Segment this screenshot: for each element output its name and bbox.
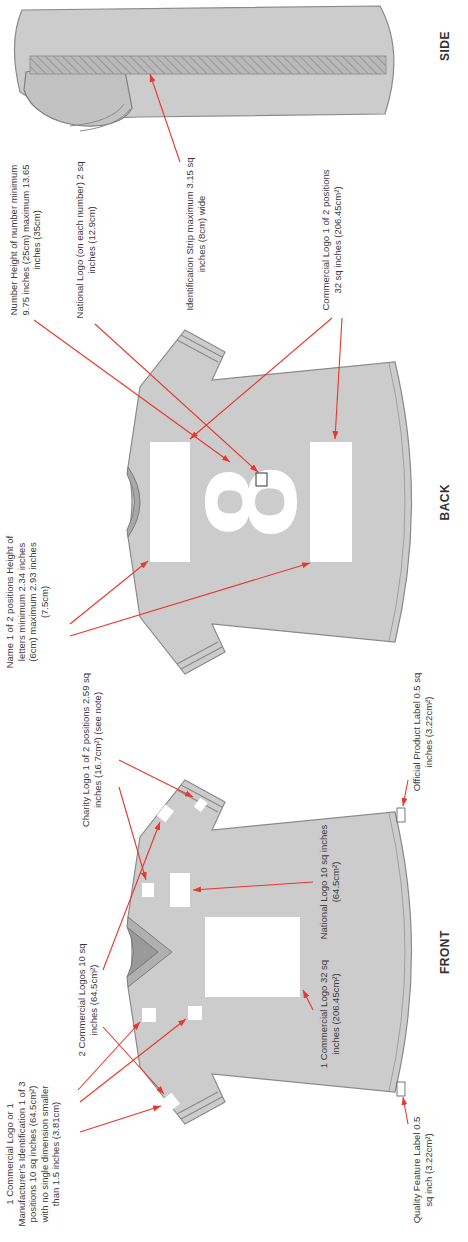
callout-label: Name 1 of 2 positions Height of letters … [4,533,50,671]
jersey-body [128,330,412,674]
logo-area [194,798,208,812]
leader-line [103,822,160,970]
leader-line [190,318,332,439]
leader-line [119,787,146,880]
leader-line [403,780,408,806]
callout-label: National Logo 10 sq inches (64.5cm²) [318,824,341,940]
logo-area [142,883,154,897]
label-area [397,1082,405,1096]
logo-area [310,442,352,562]
leader-line [403,1097,408,1124]
leader-arrows [34,74,408,1132]
collar-band [127,917,172,987]
callout-label: 1 Commercial Logo or 1 Manufacturer's Id… [4,1076,62,1232]
view-title: FRONT [438,930,453,974]
identification-strip [30,56,386,74]
leader-line [303,990,313,1010]
front-jersey [127,780,412,1124]
jersey-body [128,780,412,1124]
view-title: SIDE [438,31,453,61]
leader-line [119,760,193,797]
callout-label: Charity Logo 1 of 2 positions 2.59 sq in… [80,670,103,830]
side-jersey [14,6,393,131]
logo-area [163,1093,180,1111]
jersey-number: 8 [186,466,316,538]
leader-line [70,561,148,624]
callout-label: Commercial Logo 1 of 2 positions 32 sq i… [320,169,343,311]
callout-label: Official Product Label 0.5 sq inches (3.… [411,671,434,793]
label-area [397,808,405,822]
callout-label: Identification Strip maximum 3.15 sq inc… [184,146,207,322]
leader-line [80,1106,161,1132]
collar-band [127,467,140,537]
logo-area [205,917,300,997]
callout-label: 1 Commercial Logo 32 sq inches (206.45cm… [318,951,341,1077]
leader-line [335,318,342,439]
logo-area [150,442,190,562]
logo-area [188,1006,202,1020]
view-title: BACK [438,484,453,521]
leader-line [95,324,258,472]
leader-line [34,320,230,462]
logo-area [157,804,174,822]
callout-label: Quality Feature Label 0.5 sq inch (3.22c… [411,1112,434,1228]
logo-area [256,473,267,486]
callout-label: 2 Commercial Logos 10 sq inches (64.5cm²… [76,941,99,1059]
leader-line [70,563,310,636]
logo-area [142,1008,156,1022]
hem-line [389,813,405,1091]
logo-area [170,873,190,907]
leader-line [150,74,180,162]
back-jersey [127,330,412,674]
hem-line [389,363,405,641]
callout-label: Number Height of number minimum 9.75 inc… [8,164,43,316]
callout-label: National Logo (on each number) 2 sq inch… [74,159,97,321]
cuff-stripe [70,104,130,131]
leader-line [193,882,313,890]
